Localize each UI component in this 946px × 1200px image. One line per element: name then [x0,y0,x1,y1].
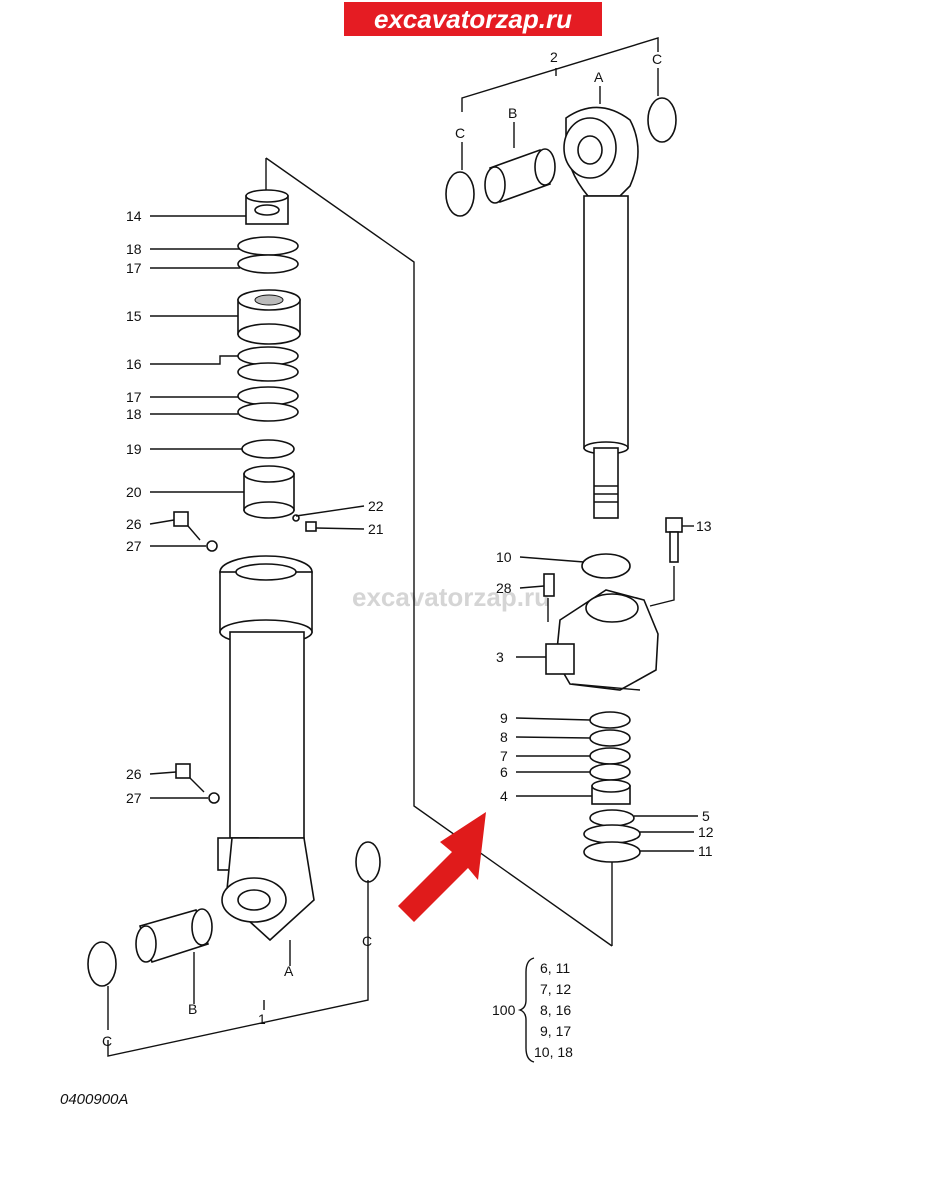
callout-26b: 26 [126,766,142,782]
kit-row-3: 8, 16 [540,1002,571,1018]
watermark-text: excavatorzap.ru [352,582,550,612]
kit-row-4: 9, 17 [540,1023,571,1039]
label-c-bottom-right: C [362,933,372,949]
part-6-ring [589,763,631,781]
part-13-bolt [665,517,683,563]
label-a-bottom: A [284,963,294,979]
callout-1: 1 [258,1011,266,1027]
leader-21 [315,527,365,530]
leader-22 [295,505,365,517]
top-ring-c-right [647,97,677,143]
callout-10: 10 [496,549,512,565]
callout-9: 9 [500,710,508,726]
part-14-bushing [245,189,289,225]
bottom-bracket-line [107,880,369,1057]
kit-row-5: 10, 18 [534,1044,573,1060]
part-4-bushing [591,779,631,805]
part-8-ring [589,729,631,747]
label-b-top: B [508,105,517,121]
part-5-ring [589,809,635,827]
callout-17a: 17 [126,260,142,276]
bottom-bushing-b [135,908,213,964]
kit-row-2: 7, 12 [540,981,571,997]
part-28-fitting [543,573,555,597]
callout-27b: 27 [126,790,142,806]
banner-text: excavatorzap.ru [374,4,572,34]
callout-12: 12 [698,824,714,840]
callout-11: 11 [698,843,713,859]
bolt-guide-line [649,566,675,607]
part-15-piston [237,289,301,345]
part-1-cylinder-tube [217,555,315,942]
bottom-ring-c-left [87,941,117,987]
callout-18b: 18 [126,406,142,422]
bottom-ring-c-right [355,841,381,883]
callout-6: 6 [500,764,508,780]
callout-15: 15 [126,308,142,324]
part-11-ring [583,841,641,863]
assembly-frame-line [265,157,613,947]
part-10-ring [581,553,631,579]
leader-26b [149,771,177,775]
leader-16 [150,355,238,365]
callout-21: 21 [368,521,384,537]
leader-10 [519,556,585,563]
callout-13: 13 [696,518,712,534]
part-26-plug-upper [173,511,201,541]
callout-22: 22 [368,498,384,514]
part-9-ring [589,711,631,729]
callout-7: 7 [500,748,508,764]
label-c-top-left: C [455,125,465,141]
part-16-seal-b [237,362,299,382]
highlight-arrow [398,812,486,922]
top-bushing-b [484,148,556,204]
part-22-ball [292,514,300,522]
part-3-cylinder-head [545,589,659,691]
part-7-ring [589,747,631,765]
leader-9 [515,717,591,721]
callout-2: 2 [550,49,558,65]
label-c-bottom-left: C [102,1033,112,1049]
label-a-top: A [594,69,604,85]
callout-17b: 17 [126,389,142,405]
part-18-ring-lower [237,402,299,422]
callout-4: 4 [500,788,508,804]
callout-19: 19 [126,441,142,457]
site-banner[interactable]: excavatorzap.ru [344,2,602,36]
callout-5: 5 [702,808,710,824]
part-2-piston-rod [563,106,639,519]
callout-28: 28 [496,580,512,596]
part-20-nut [243,465,295,519]
drawing-code: 0400900A [60,1091,128,1108]
part-27-washer-lower [208,792,220,804]
top-bracket-line [461,37,659,112]
callout-26a: 26 [126,516,142,532]
part-26-plug-lower [175,763,205,793]
label-c-top-right: C [652,51,662,67]
callout-3: 3 [496,649,504,665]
part-21-screw [305,521,317,532]
callout-20: 20 [126,484,142,500]
callout-18a: 18 [126,241,142,257]
part-19-ring [241,439,295,459]
part-12-ring [583,824,641,844]
banner-background [344,2,602,36]
label-b-bottom: B [188,1001,197,1017]
leader-28 [519,585,545,589]
leader-26a [149,519,175,525]
top-ring-c-left [445,171,475,217]
part-18-ring [237,236,299,256]
part-17-ring [237,254,299,274]
kit-row-1: 6, 11 [540,960,570,976]
callout-27a: 27 [126,538,142,554]
part-27-washer-upper [206,540,218,552]
leader-8 [515,736,591,739]
kit-brace [517,957,535,1063]
kit-number: 100 [492,1002,516,1018]
callout-14: 14 [126,208,142,224]
callout-8: 8 [500,729,508,745]
callout-16: 16 [126,356,142,372]
